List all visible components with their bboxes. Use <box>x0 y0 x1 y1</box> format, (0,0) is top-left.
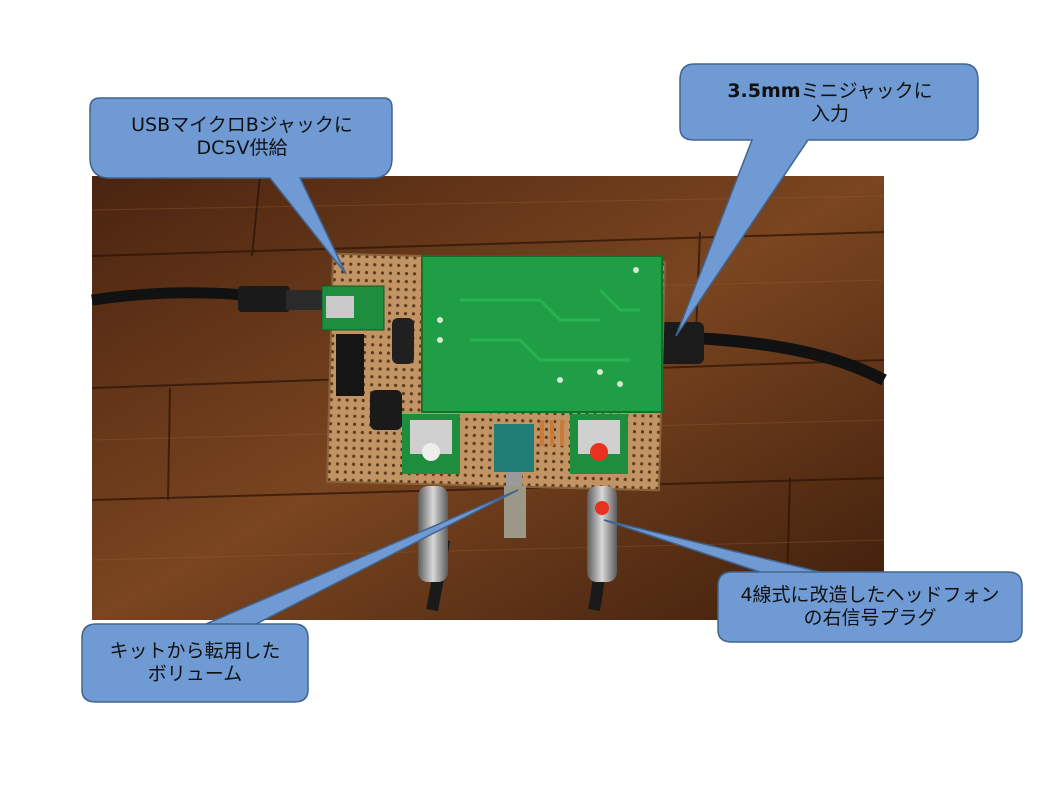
callout-jack-input-size: 3.5mm <box>727 80 801 102</box>
callout-volume-line2: ボリューム <box>147 663 243 685</box>
callout-usb-line1: USBマイクロBジャックに <box>131 114 353 136</box>
callout-jack-input: 3.5mmミニジャックに 入力 <box>682 80 978 126</box>
callout-headphone-plug-line1: 4線式に改造したヘッドフォン <box>740 584 1000 606</box>
photo <box>91 175 887 621</box>
callout-bubble-headphone-plug <box>603 519 1023 643</box>
callout-jack-input-text: ミニジャックに <box>800 80 933 102</box>
callout-jack-input-line1: 3.5mmミニジャックに <box>682 80 978 103</box>
callout-bubble-volume <box>81 489 519 703</box>
callout-headphone-plug: 4線式に改造したヘッドフォン の右信号プラグ <box>718 584 1022 630</box>
callout-jack-input-line2: 入力 <box>810 103 849 125</box>
callout-volume-line1: キットから転用した <box>109 640 281 662</box>
callout-usb-line2: DC5V供給 <box>196 137 288 159</box>
callout-bubble-usb <box>89 97 393 275</box>
callout-usb: USBマイクロBジャックに DC5V供給 <box>92 114 392 160</box>
callout-headphone-plug-line2: の右信号プラグ <box>803 607 937 629</box>
callout-volume: キットから転用した ボリューム <box>82 640 308 686</box>
callout-bubble-jack-input <box>675 63 979 337</box>
